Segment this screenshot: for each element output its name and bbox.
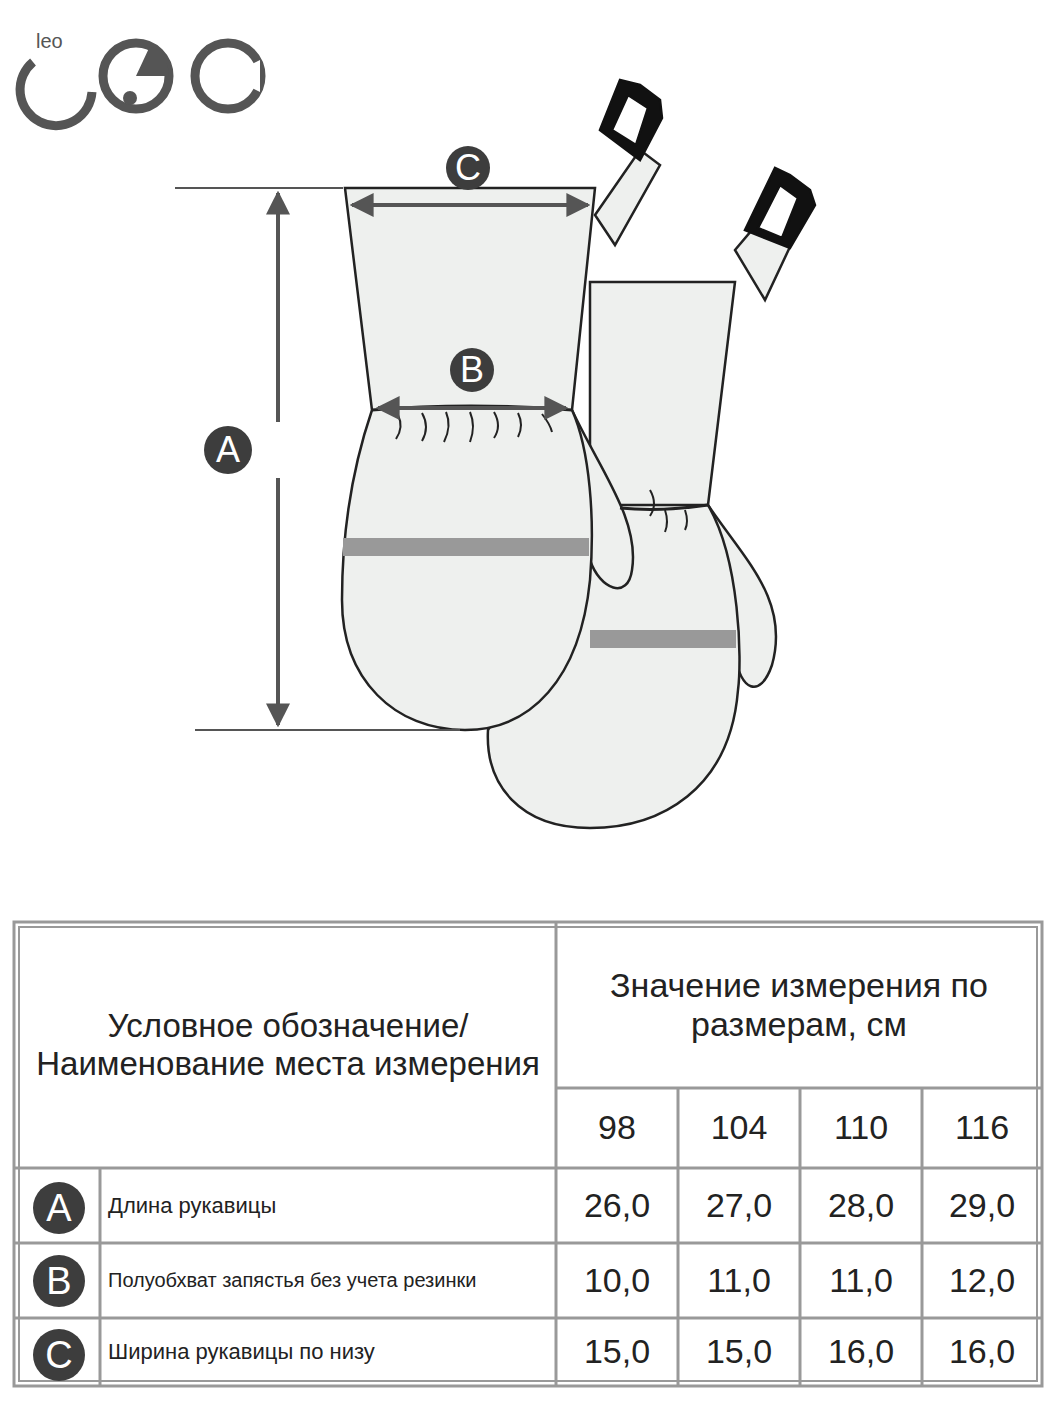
callout-circle: C <box>446 146 490 190</box>
logo <box>20 43 261 126</box>
table-value: 27,0 <box>678 1168 800 1243</box>
logo-text: leo <box>36 28 86 54</box>
measure-name: Ширина рукавицы по низу <box>108 1320 554 1384</box>
table-value: 28,0 <box>800 1168 922 1243</box>
size-header: 98 <box>556 1088 678 1168</box>
size-header: 116 <box>922 1088 1042 1168</box>
size-table <box>14 922 1042 1386</box>
callout-letter: A <box>46 1189 71 1227</box>
elastic-gathers <box>372 406 708 532</box>
table-value: 12,0 <box>922 1243 1042 1318</box>
table-value: 10,0 <box>556 1243 678 1318</box>
buckle <box>745 168 815 248</box>
callout-letter: C <box>455 150 481 186</box>
callout-circle: B <box>33 1255 85 1307</box>
buckle <box>600 80 662 160</box>
table-value: 26,0 <box>556 1168 678 1243</box>
table-header: Условное обозначение/ Наименование места… <box>24 960 552 1130</box>
size-header: 110 <box>800 1088 922 1168</box>
table-value: 16,0 <box>800 1318 922 1386</box>
front-mitten <box>342 150 660 730</box>
dimension-lines <box>175 188 588 730</box>
callout-letter: B <box>46 1262 71 1300</box>
measure-name: Полуобхват запястья без учета резинки <box>108 1245 554 1316</box>
table-value: 11,0 <box>678 1243 800 1318</box>
callout-circle: A <box>33 1182 85 1234</box>
table-header: Значение измерения по размерам, см <box>560 940 1038 1070</box>
table-value: 29,0 <box>922 1168 1042 1243</box>
callout-letter: C <box>45 1336 72 1374</box>
callout-letter: A <box>216 432 240 468</box>
table-value: 15,0 <box>556 1318 678 1386</box>
callout-circle: B <box>450 348 494 392</box>
callout-letter: B <box>460 352 484 388</box>
callout-circle: A <box>204 426 252 474</box>
table-value: 16,0 <box>922 1318 1042 1386</box>
size-header: 104 <box>678 1088 800 1168</box>
callout-circle: C <box>33 1329 85 1381</box>
table-value: 15,0 <box>678 1318 800 1386</box>
measure-name: Длина рукавицы <box>108 1170 554 1241</box>
table-value: 11,0 <box>800 1243 922 1318</box>
